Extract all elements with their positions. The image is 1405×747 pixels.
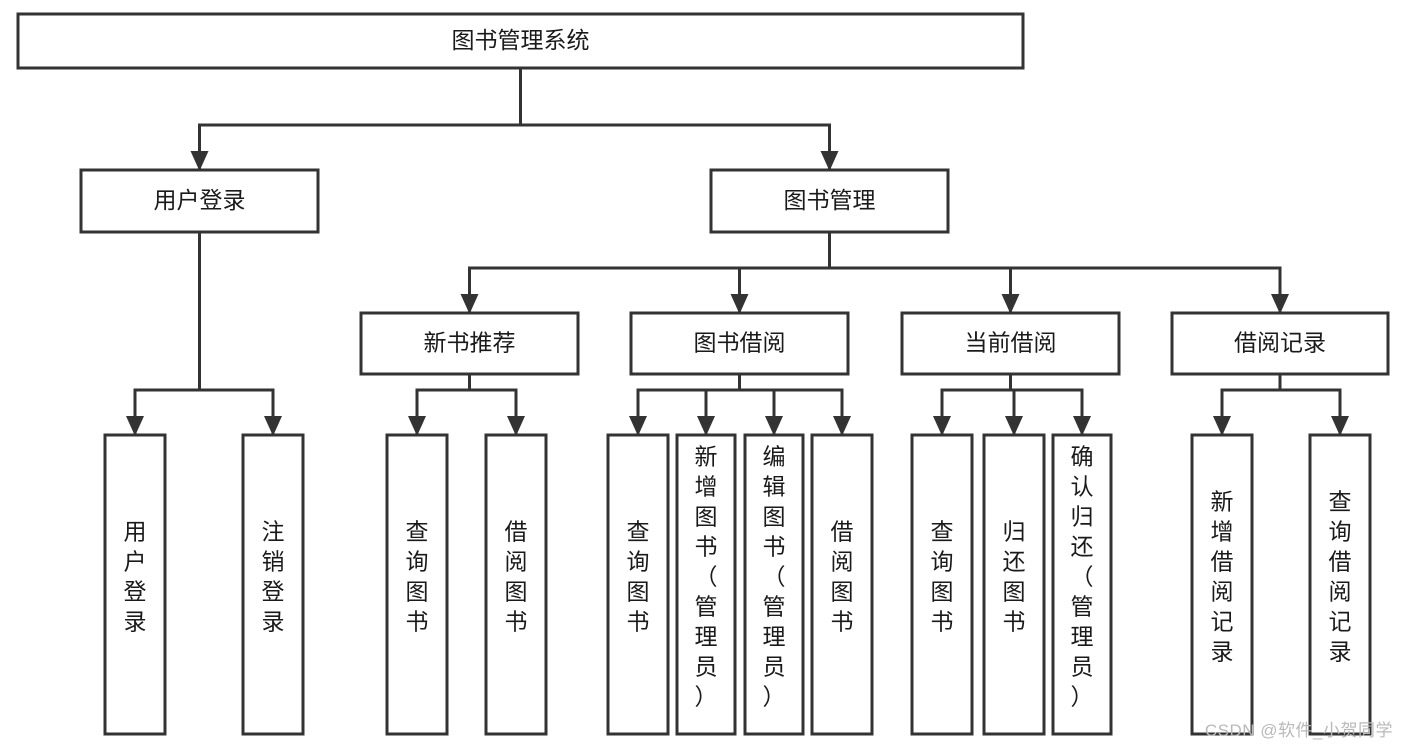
arrow-head-icon: [1331, 416, 1349, 436]
node-label-leaf-query-book-1: 查询图书: [406, 519, 429, 635]
arrow-head-icon: [833, 416, 851, 436]
node-leaf-query-book-2[interactable]: 查询图书: [606, 433, 670, 736]
arrow-head-icon: [697, 416, 715, 436]
node-label-user-login: 用户登录: [154, 187, 246, 213]
node-label-leaf-borrow-book-2: 借阅图书: [831, 519, 854, 635]
node-label-book-manage: 图书管理: [784, 187, 876, 213]
node-label-leaf-edit-book: 编辑图书（管理员）: [763, 444, 786, 710]
arrow-head-icon: [1001, 294, 1020, 314]
arrow-head-icon: [933, 416, 951, 436]
node-leaf-user-logout[interactable]: 注销登录: [241, 433, 305, 736]
watermark-text: CSDN @软件_小贺同学: [1204, 721, 1393, 740]
connector-group-new-book-recommend: [408, 372, 525, 436]
node-leaf-user-login[interactable]: 用户登录: [103, 433, 167, 736]
node-label-current-borrow: 当前借阅: [965, 330, 1057, 356]
connector-group-root: [190, 66, 839, 171]
node-label-borrow-record: 借阅记录: [1234, 330, 1326, 356]
node-label-leaf-user-login: 用户登录: [124, 519, 147, 635]
arrow-head-icon: [1073, 416, 1091, 436]
node-leaf-query-book-3[interactable]: 查询图书: [910, 433, 974, 736]
node-label-leaf-add-record: 新增借阅记录: [1211, 489, 1234, 665]
node-user-login[interactable]: 用户登录: [79, 168, 320, 234]
arrow-head-icon: [507, 416, 525, 436]
node-leaf-borrow-book-2[interactable]: 借阅图书: [810, 433, 874, 736]
node-leaf-add-record[interactable]: 新增借阅记录: [1190, 433, 1254, 736]
connector-group-book-borrow: [629, 372, 851, 436]
arrow-head-icon: [460, 294, 479, 314]
arrow-head-icon: [629, 416, 647, 436]
arrow-head-icon: [264, 416, 282, 436]
node-current-borrow[interactable]: 当前借阅: [900, 311, 1121, 376]
arrow-head-icon: [1271, 294, 1289, 314]
arrow-head-icon: [126, 416, 144, 436]
node-leaf-borrow-book-1[interactable]: 借阅图书: [484, 433, 548, 736]
node-label-root: 图书管理系统: [452, 27, 590, 53]
node-label-leaf-query-book-2: 查询图书: [627, 519, 650, 635]
arrow-head-icon: [820, 151, 839, 171]
node-leaf-edit-book[interactable]: 编辑图书（管理员）: [743, 433, 805, 736]
node-root[interactable]: 图书管理系统: [16, 12, 1025, 70]
node-book-manage[interactable]: 图书管理: [709, 168, 950, 234]
connector-layer: [126, 66, 1349, 436]
arrow-head-icon: [730, 294, 749, 314]
arrow-head-icon: [190, 151, 209, 171]
node-label-leaf-borrow-book-1: 借阅图书: [505, 519, 528, 635]
node-leaf-confirm-return[interactable]: 确认归还（管理员）: [1051, 433, 1113, 736]
node-label-leaf-query-record: 查询借阅记录: [1329, 489, 1352, 665]
node-leaf-query-record[interactable]: 查询借阅记录: [1308, 433, 1372, 736]
node-label-leaf-return-book: 归还图书: [1003, 519, 1026, 635]
node-leaf-return-book[interactable]: 归还图书: [982, 433, 1046, 736]
arrow-head-icon: [408, 416, 426, 436]
connector-group-borrow-record: [1213, 372, 1349, 436]
node-label-book-borrow: 图书借阅: [694, 330, 786, 356]
arrow-head-icon: [1213, 416, 1231, 436]
node-leaf-query-book-1[interactable]: 查询图书: [385, 433, 449, 736]
node-label-leaf-query-book-3: 查询图书: [931, 519, 954, 635]
node-label-leaf-confirm-return: 确认归还（管理员）: [1071, 444, 1094, 710]
node-new-book-recommend[interactable]: 新书推荐: [359, 311, 580, 376]
node-label-new-book-recommend: 新书推荐: [424, 330, 516, 356]
arrow-head-icon: [1005, 416, 1023, 436]
node-label-leaf-user-logout: 注销登录: [262, 519, 285, 635]
node-leaf-add-book[interactable]: 新增图书（管理员）: [675, 433, 737, 736]
connector-group-user-login: [126, 230, 282, 436]
connector-group-current-borrow: [933, 372, 1091, 436]
connector-group-book-manage: [460, 230, 1289, 314]
node-borrow-record[interactable]: 借阅记录: [1170, 311, 1390, 376]
node-label-leaf-add-book: 新增图书（管理员）: [695, 444, 718, 710]
arrow-head-icon: [765, 416, 783, 436]
node-layer: 图书管理系统用户登录图书管理新书推荐图书借阅当前借阅借阅记录用户登录注销登录查询…: [16, 12, 1390, 736]
node-book-borrow[interactable]: 图书借阅: [629, 311, 850, 376]
